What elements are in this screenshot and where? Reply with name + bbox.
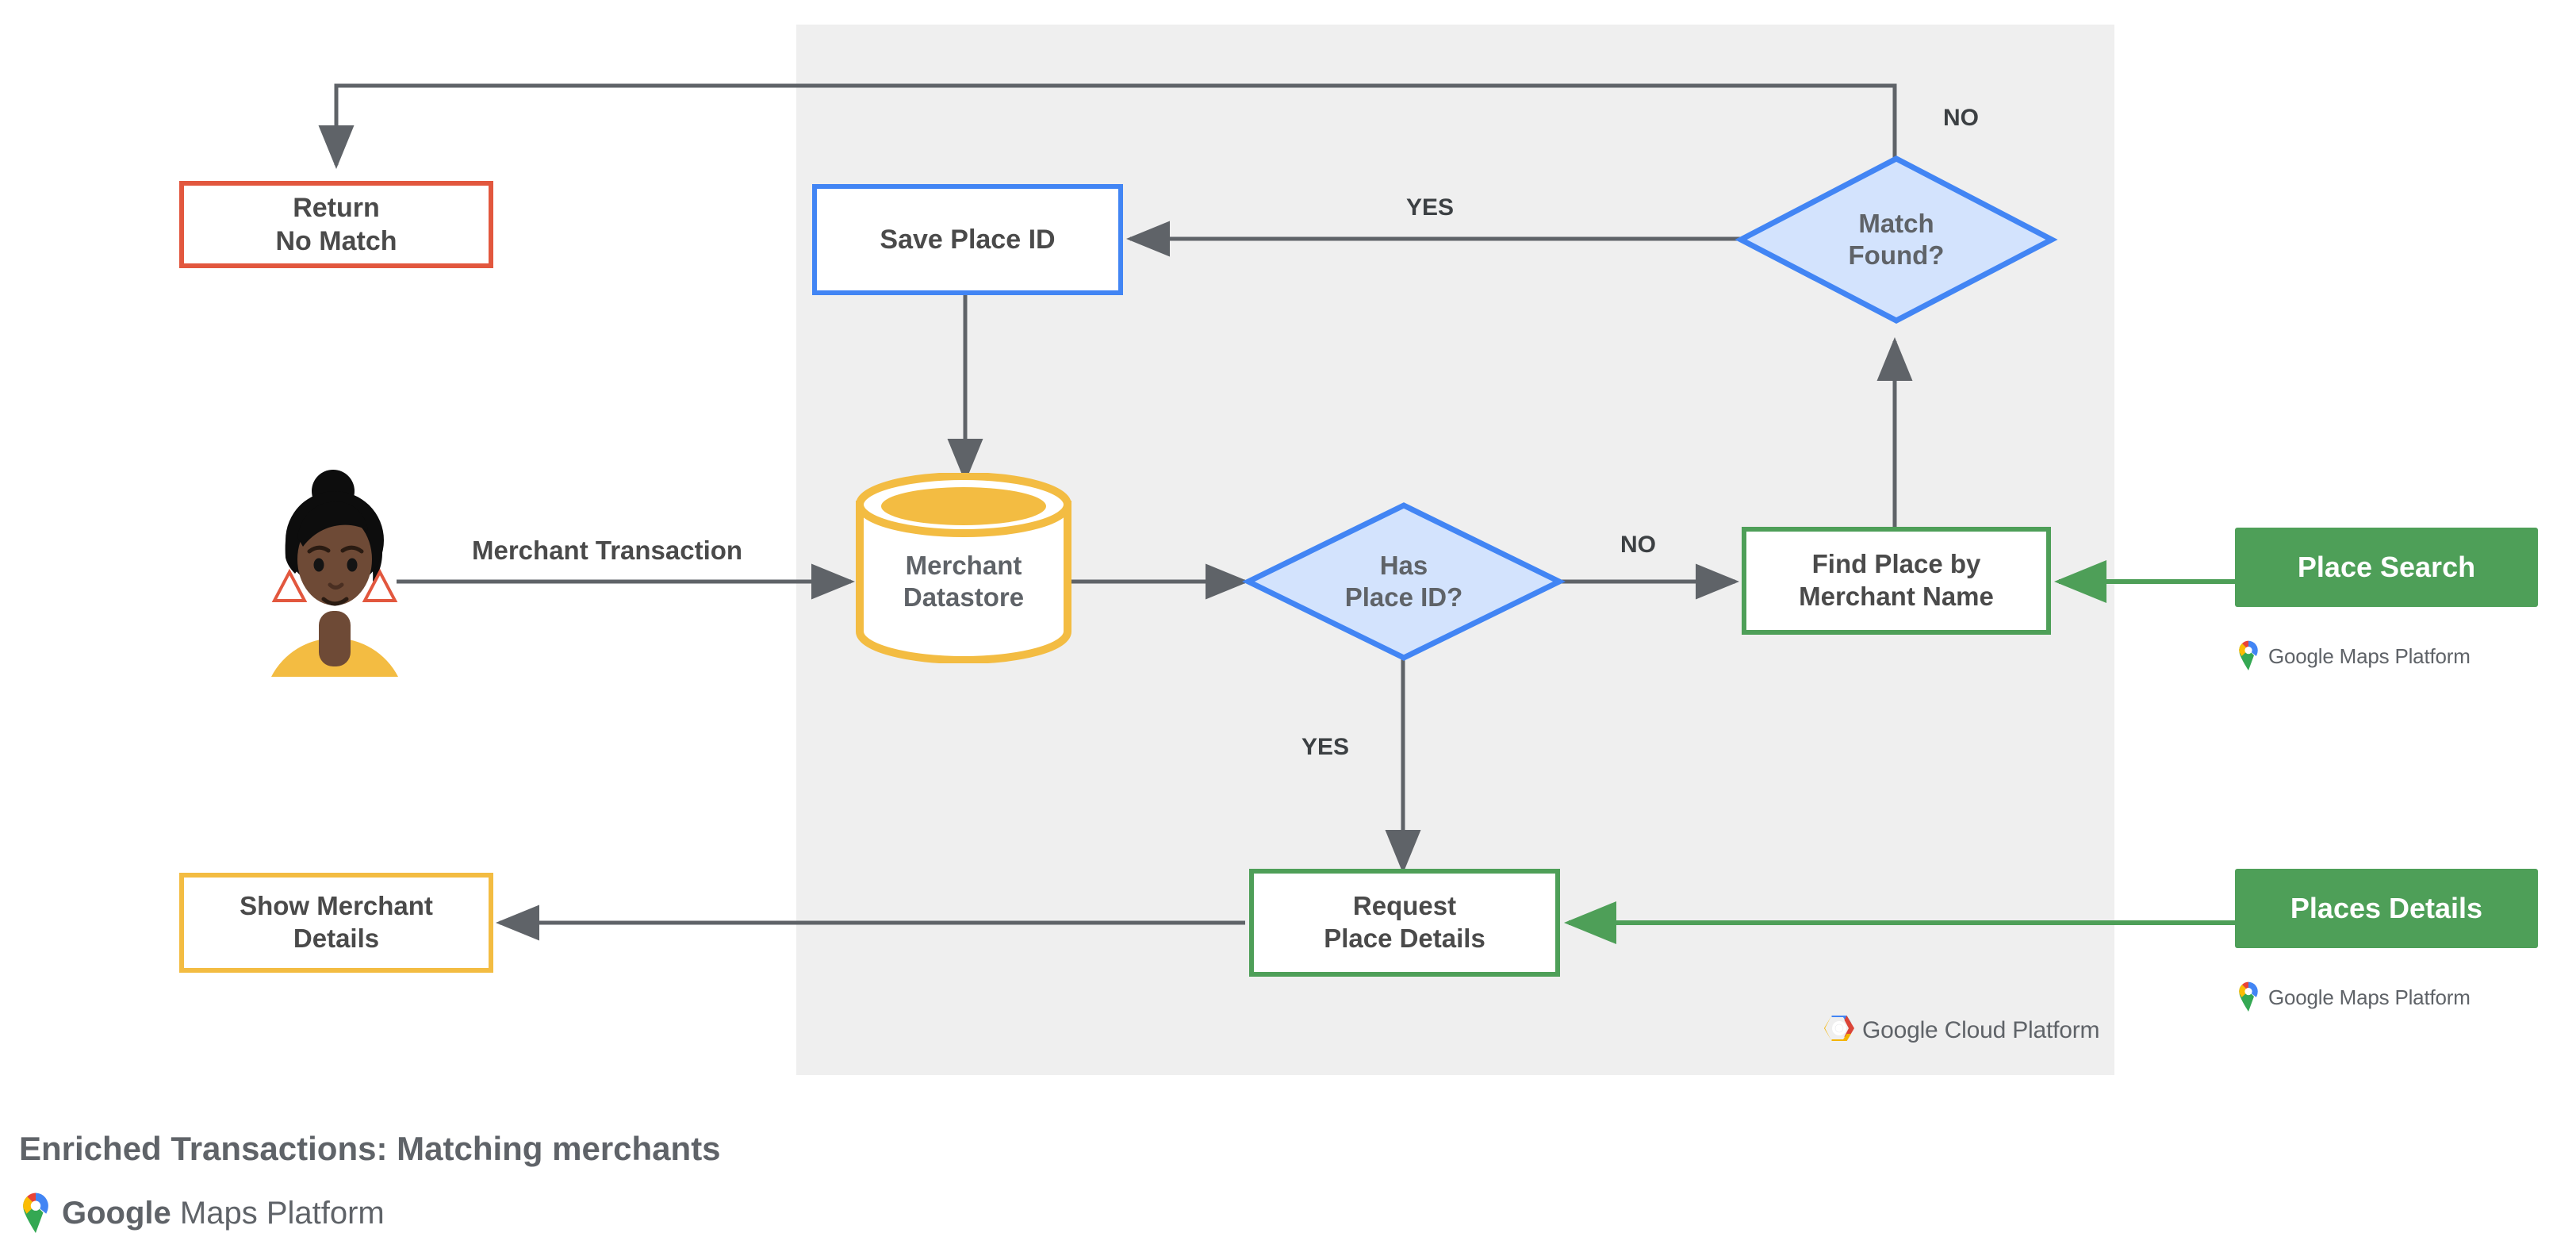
place-search-brand-logo: Google Maps Platform [2237, 639, 2471, 674]
places-details-brand-text: Google Maps Platform [2268, 985, 2471, 1010]
cloud-rest: Cloud Platform [1938, 1016, 2100, 1043]
footer-google-maps-platform-logo: Google Maps Platform [19, 1190, 385, 1237]
google-maps-pin-icon [2237, 980, 2260, 1016]
return-no-match-line2: No Match [275, 226, 397, 256]
edge-label-has-place-id-yes: YES [1301, 734, 1350, 760]
edge-label-has-place-id-no: NO [1620, 532, 1656, 558]
brand-maps-rest: Maps Platform [171, 1196, 385, 1231]
node-find-place-by-merchant-name[interactable]: Find Place by Merchant Name [1742, 527, 2051, 635]
brand-google-word: Google [62, 1196, 171, 1231]
brand-maps-rest: Maps Platform [2333, 985, 2471, 1009]
brand-maps-rest: Maps Platform [2333, 644, 2471, 668]
google-cloud-platform-logo: Google Cloud Platform [1824, 1014, 2099, 1047]
google-maps-pin-icon [2237, 639, 2260, 674]
show-merchant-details-line2: Details [293, 924, 380, 953]
node-match-found-decision[interactable]: Match Found? [1735, 156, 2058, 324]
find-place-line2: Merchant Name [1799, 582, 1994, 611]
node-has-place-id-decision[interactable]: Has Place ID? [1242, 502, 1566, 661]
brand-google-word: Google [2268, 644, 2334, 668]
node-return-no-match[interactable]: Return No Match [179, 181, 493, 268]
request-place-details-line1: Request [1352, 891, 1457, 921]
return-no-match-line1: Return [293, 192, 380, 223]
google-cloud-platform-text: Google Cloud Platform [1862, 1017, 2099, 1044]
brand-google-word: Google [2268, 985, 2334, 1009]
google-maps-pin-icon [19, 1190, 52, 1237]
cloud-google-word: Google [1862, 1016, 1938, 1043]
place-search-label: Place Search [2297, 551, 2476, 583]
customer-avatar [263, 464, 406, 678]
places-details-brand-logo: Google Maps Platform [2237, 980, 2471, 1016]
find-place-line1: Find Place by [1811, 549, 1981, 579]
footer-brand-text: Google Maps Platform [62, 1196, 385, 1231]
page-title: Enriched Transactions: Matching merchant… [19, 1130, 721, 1167]
edge-label-merchant-transaction: Merchant Transaction [472, 536, 743, 565]
node-merchant-datastore[interactable]: Merchant Datastore [856, 473, 1071, 663]
google-cloud-hexagon-icon [1824, 1014, 1854, 1047]
show-merchant-details-line1: Show Merchant [240, 891, 433, 921]
node-request-place-details[interactable]: Request Place Details [1249, 869, 1560, 977]
place-search-brand-text: Google Maps Platform [2268, 644, 2471, 669]
product-chip-place-search[interactable]: Place Search [2235, 528, 2538, 607]
edge-label-match-found-yes: YES [1406, 194, 1455, 221]
save-place-id-label: Save Place ID [880, 224, 1056, 255]
edge-label-match-found-no: NO [1943, 105, 1979, 131]
node-save-place-id[interactable]: Save Place ID [812, 184, 1123, 295]
places-details-label: Places Details [2290, 892, 2483, 924]
request-place-details-line2: Place Details [1324, 924, 1485, 953]
product-chip-places-details[interactable]: Places Details [2235, 869, 2538, 948]
node-show-merchant-details[interactable]: Show Merchant Details [179, 873, 493, 973]
